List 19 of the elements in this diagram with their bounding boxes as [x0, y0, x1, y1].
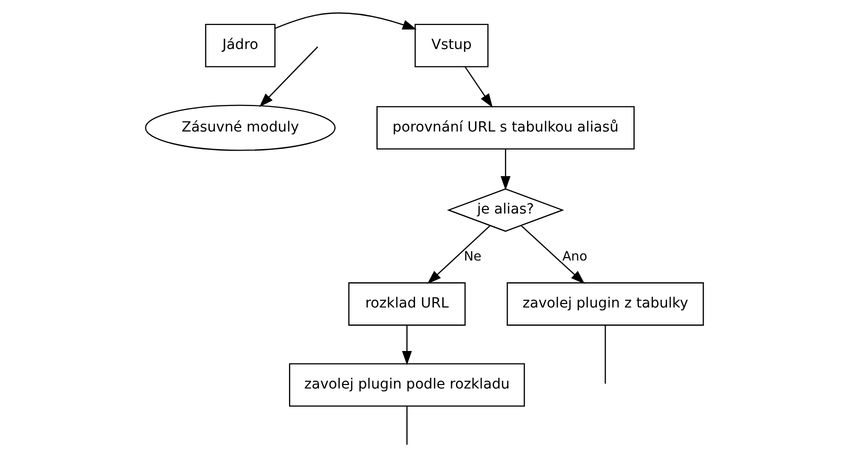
edge-label: Ano — [562, 249, 587, 264]
node-box: rozklad URL — [348, 282, 466, 326]
node-box: porovnání URL s tabulkou aliasů — [376, 106, 634, 150]
node-box: Vstup — [414, 24, 488, 68]
node-box: zavolej plugin z tabulky — [506, 282, 704, 326]
node-ellipse: Zásuvné moduly — [144, 104, 336, 151]
node-box: zavolej plugin podle rozkladu — [288, 363, 524, 407]
arrow — [274, 12, 416, 30]
connector — [406, 406, 408, 445]
arrow — [500, 149, 510, 190]
arrow — [258, 46, 318, 108]
arrow — [426, 225, 490, 284]
node-box: Jádro — [204, 24, 276, 68]
arrow — [402, 325, 412, 366]
arrow — [464, 66, 492, 108]
arrow — [520, 225, 584, 284]
node-diamond: je alias? — [446, 188, 564, 232]
connector — [604, 325, 606, 384]
edge-label: Ne — [463, 249, 481, 264]
